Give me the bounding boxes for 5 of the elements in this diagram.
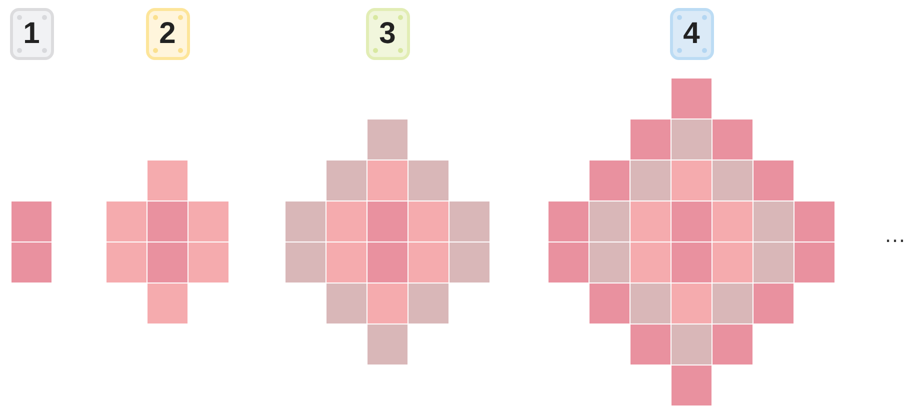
number-badge: 1 bbox=[10, 8, 54, 60]
number-badge: 3 bbox=[366, 8, 410, 60]
continuation-ellipsis: … bbox=[884, 222, 908, 248]
number-badge: 4 bbox=[670, 8, 714, 60]
number-badge: 2 bbox=[146, 8, 190, 60]
